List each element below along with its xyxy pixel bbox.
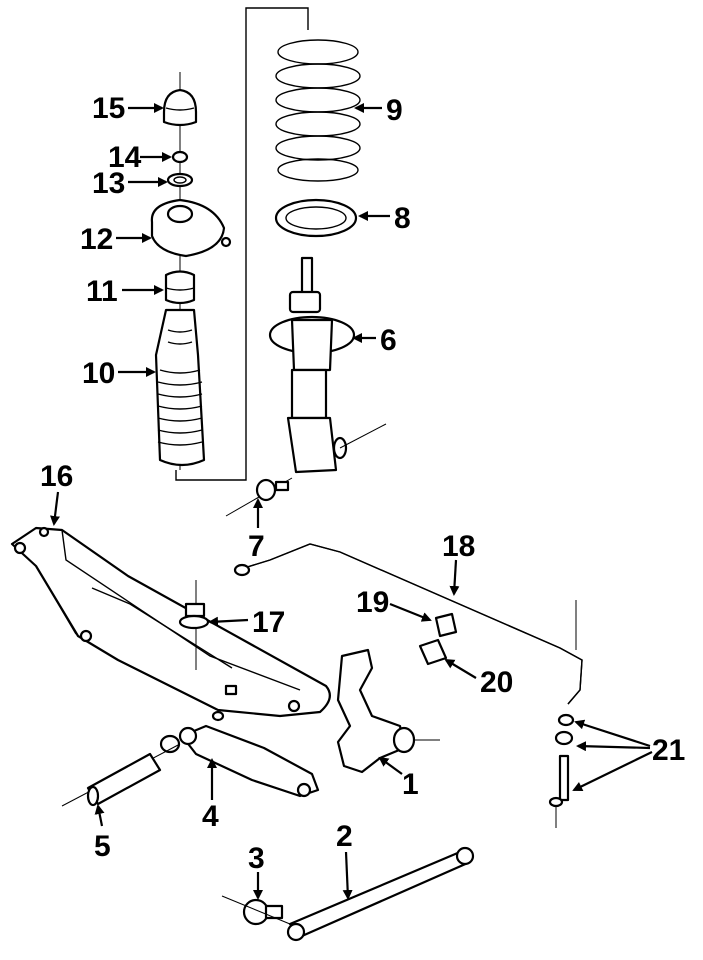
part-9-coil-spring (275, 39, 361, 182)
callout-1: 1 (402, 768, 419, 801)
part-6-strut-assembly (268, 256, 387, 474)
callout-7: 7 (248, 530, 265, 563)
callout-10: 10 (82, 357, 115, 390)
callout-6: 6 (380, 324, 397, 357)
part-4-lower-arm (159, 710, 320, 798)
leader-5 (94, 804, 105, 827)
leader-2 (342, 851, 353, 900)
leader-16 (50, 491, 60, 526)
part-5-bushing-sleeve (61, 743, 181, 807)
leader-1 (378, 756, 403, 775)
callout-3: 3 (248, 842, 265, 875)
part-21-link-kit (548, 713, 575, 828)
callout-8: 8 (394, 202, 411, 235)
callout-2: 2 (336, 820, 353, 853)
grouping-bracket (175, 7, 309, 481)
part-1-knuckle (336, 648, 440, 774)
leader-21a (574, 719, 651, 748)
leader-lines (50, 103, 653, 900)
strut-mount-stack (150, 72, 232, 470)
callout-18: 18 (442, 530, 475, 563)
part-17-bushing (178, 602, 210, 630)
part-10-dust-boot (154, 308, 206, 467)
callout-19: 19 (356, 586, 389, 619)
leader-21c (572, 751, 653, 791)
callout-4: 4 (202, 800, 219, 833)
part-20-bracket (418, 638, 448, 666)
part-12-upper-mount (150, 198, 232, 258)
callout-13: 13 (92, 167, 125, 200)
callout-5: 5 (94, 830, 111, 863)
callout-15: 15 (92, 92, 125, 125)
callout-12: 12 (80, 223, 113, 256)
part-19-bar-bushing (434, 612, 458, 638)
part-3-bushing (221, 895, 291, 926)
callout-20: 20 (480, 666, 513, 699)
part-15-mount-cap (162, 88, 198, 127)
leader-19 (389, 602, 432, 622)
part-13-washer (166, 172, 194, 188)
callout-9: 9 (386, 94, 403, 127)
part-11-bumper (164, 270, 196, 305)
part-8-spring-seat (274, 198, 358, 238)
callout-17: 17 (252, 606, 285, 639)
part-7-bushing-bolt (225, 477, 293, 517)
callout-14: 14 (108, 141, 142, 174)
leader-17 (208, 616, 249, 627)
callout-labels: 15 14 13 12 11 10 9 8 6 7 16 17 18 19 20… (40, 92, 685, 875)
leader-21b (576, 741, 651, 752)
callout-16: 16 (40, 460, 73, 493)
part-14-nut (171, 150, 189, 164)
callout-21: 21 (652, 734, 685, 767)
leader-18 (449, 559, 460, 596)
part-2-lateral-link (286, 846, 475, 942)
callout-11: 11 (86, 275, 118, 308)
leader-20 (444, 658, 477, 679)
part-18-stabilizer-bar (233, 543, 583, 705)
